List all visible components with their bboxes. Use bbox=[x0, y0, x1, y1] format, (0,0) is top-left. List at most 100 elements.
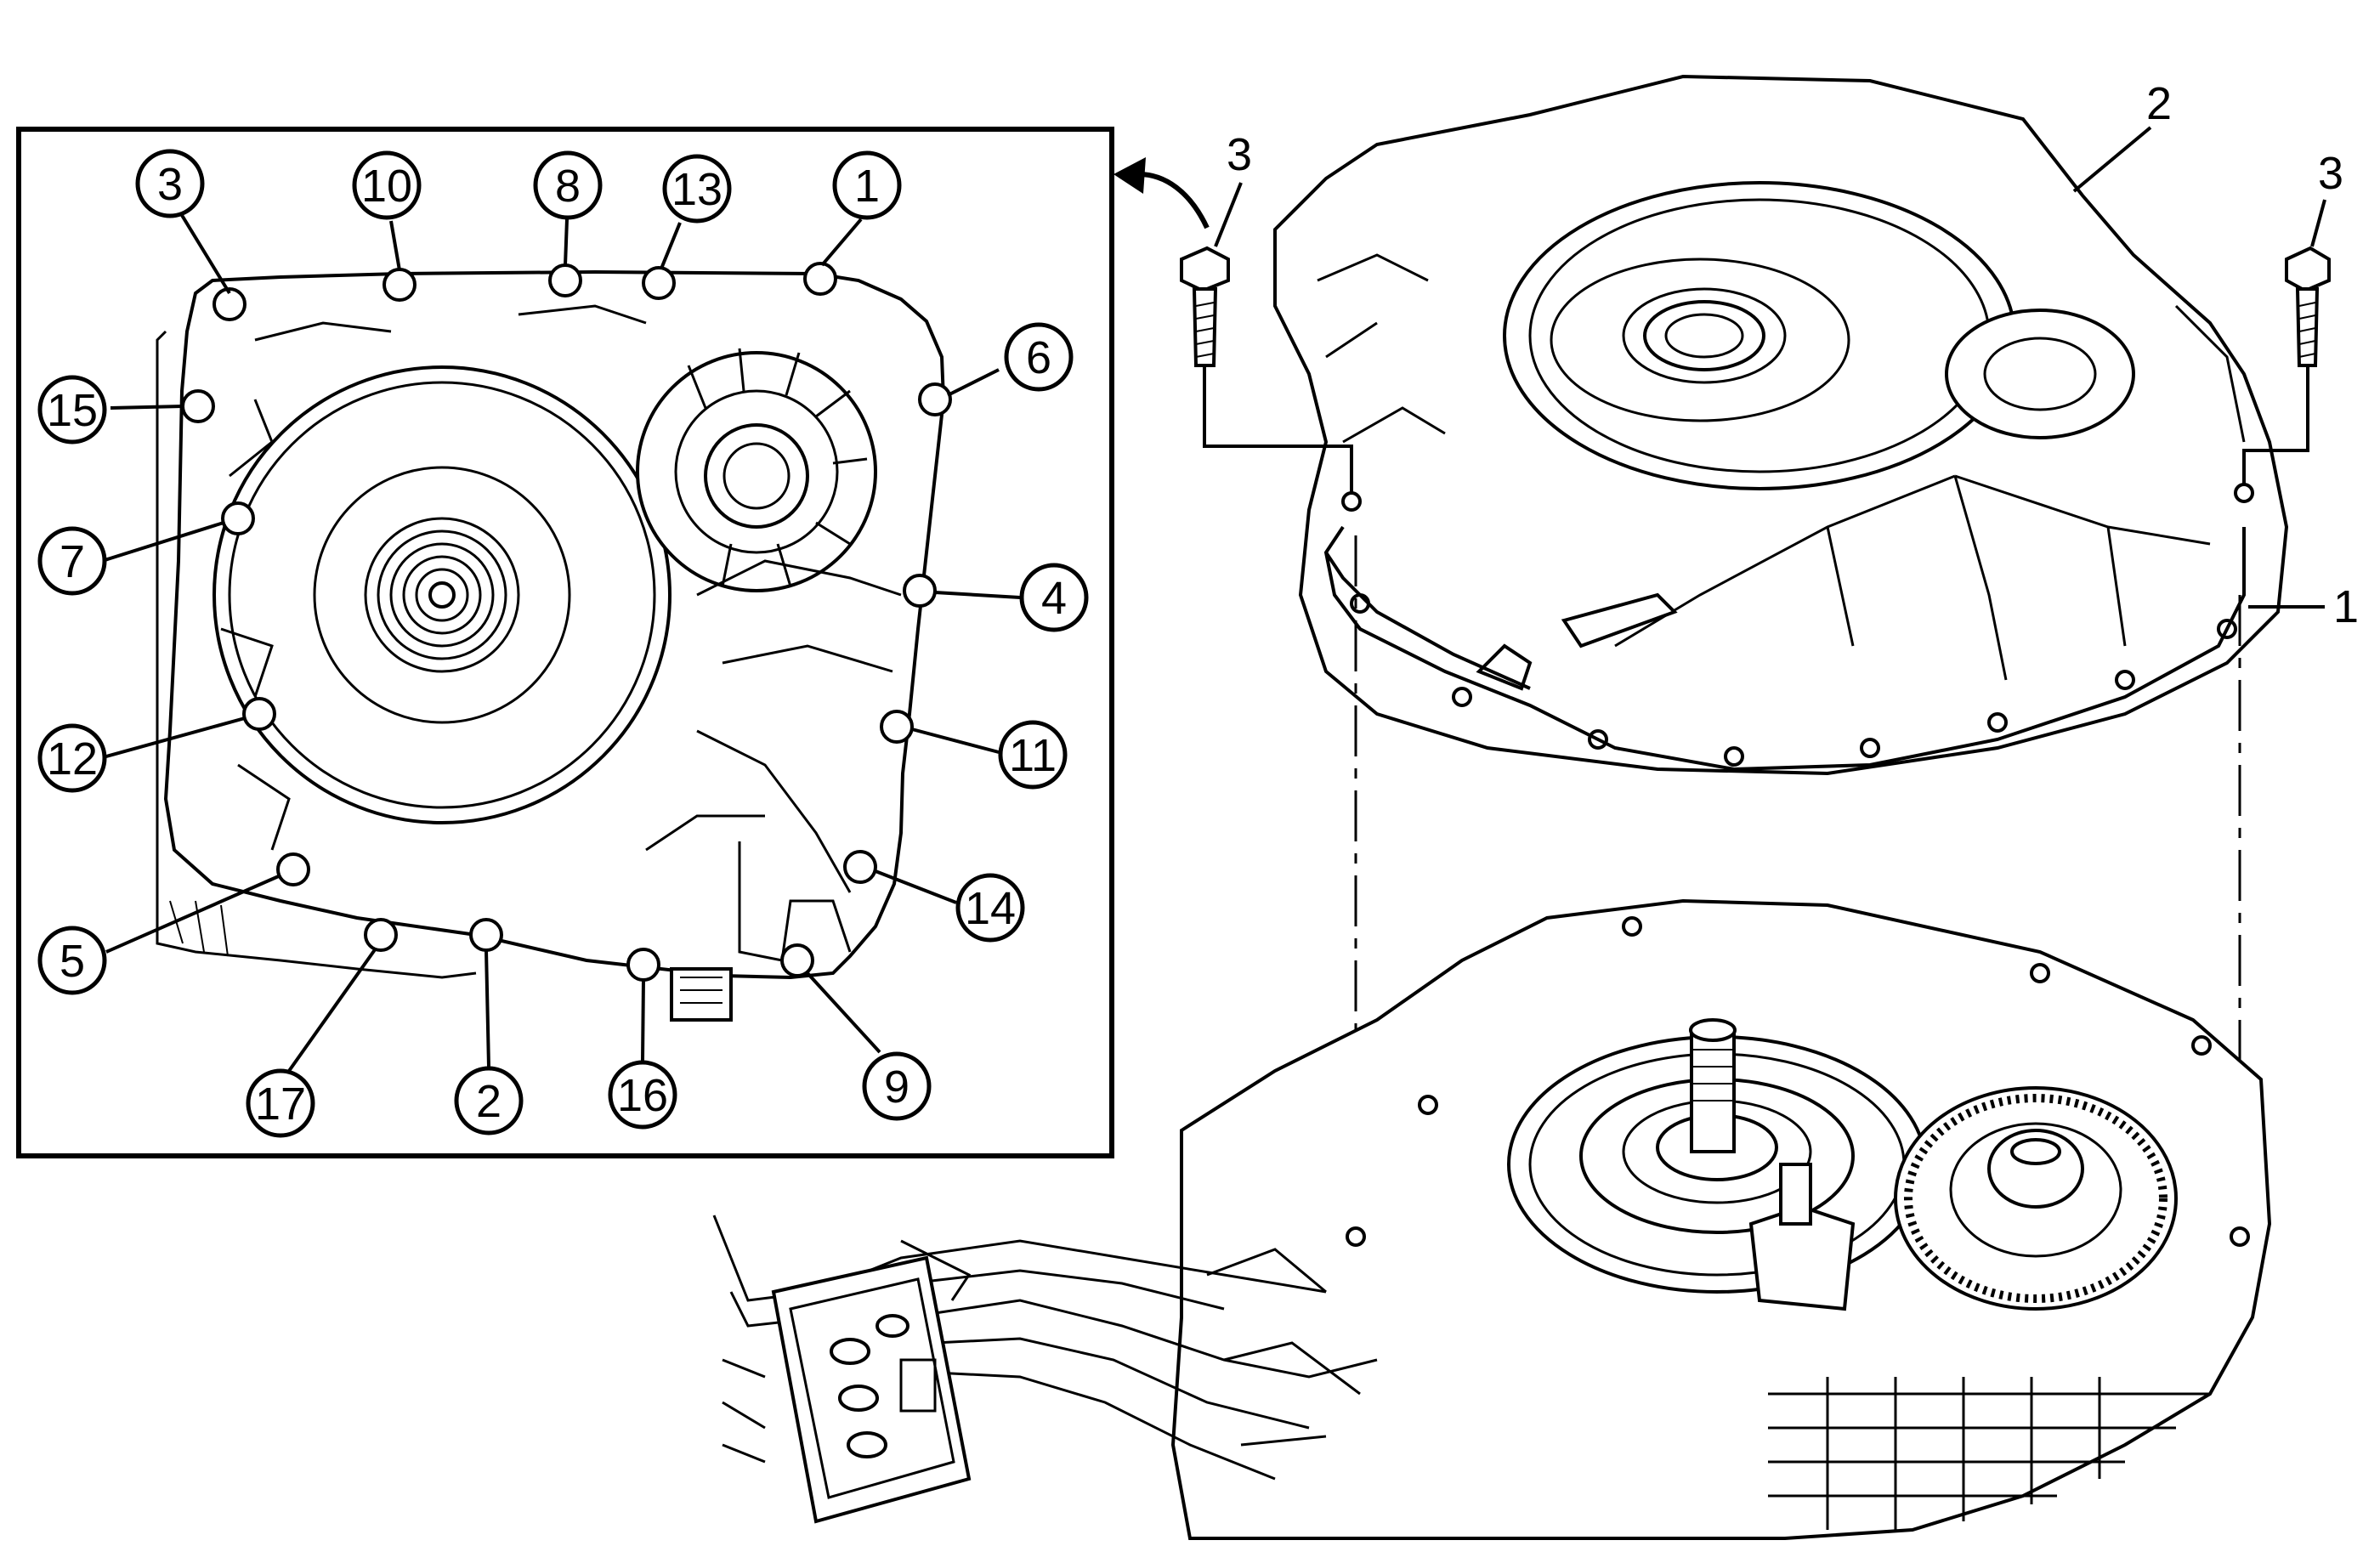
callout-7: 7 bbox=[37, 526, 107, 596]
inset-bolt-9 bbox=[780, 943, 814, 977]
svg-text:11: 11 bbox=[1009, 730, 1057, 781]
view-arrow-head bbox=[1114, 157, 1146, 194]
inset-bolts bbox=[181, 262, 952, 982]
inset-panel: 3 10 8 13 1 6 15 7 4 12 11 5 14 17 2 16 … bbox=[16, 127, 1114, 1158]
callout-15: 15 bbox=[37, 375, 107, 445]
exploded-labels: 3 2 3 1 bbox=[1214, 78, 2359, 632]
case-shaft-tip bbox=[1689, 1018, 1737, 1042]
case-diff-bore bbox=[2010, 1138, 2061, 1165]
inset-bolt-16 bbox=[626, 948, 660, 982]
housing-left-flange bbox=[1317, 253, 1446, 444]
housing-diff-boss bbox=[1945, 309, 2135, 439]
housing-sensor bbox=[1476, 643, 1533, 691]
housing-bolt-holes bbox=[1341, 483, 2254, 767]
svg-text:6: 6 bbox=[1026, 332, 1051, 383]
svg-text:15: 15 bbox=[47, 385, 98, 436]
view-arrow bbox=[1114, 157, 1210, 229]
callout-11: 11 bbox=[998, 720, 1068, 790]
inset-bolt-8 bbox=[548, 263, 582, 297]
label-bolt-right: 3 bbox=[2318, 148, 2343, 199]
svg-text:12: 12 bbox=[47, 733, 98, 784]
inset-bolt-15 bbox=[181, 389, 215, 423]
inset-bolt-6 bbox=[918, 382, 952, 416]
case-pinion-gear bbox=[1748, 1204, 1856, 1311]
svg-text:1: 1 bbox=[854, 161, 880, 212]
control-module bbox=[771, 1255, 972, 1524]
svg-text:8: 8 bbox=[555, 161, 581, 212]
housing-vent-tube bbox=[1561, 592, 1678, 648]
inset-hub-ring4 bbox=[402, 555, 482, 635]
housing-seal-2 bbox=[1643, 300, 1765, 371]
callout-2: 2 bbox=[454, 1066, 524, 1135]
callout-12: 12 bbox=[37, 723, 107, 793]
callout-9: 9 bbox=[862, 1051, 932, 1121]
callout-3: 3 bbox=[135, 149, 205, 218]
inset-bolt-14 bbox=[843, 850, 877, 884]
case-ring-teeth bbox=[1904, 1094, 2168, 1303]
callout-16: 16 bbox=[608, 1060, 677, 1130]
housing-ribs bbox=[1614, 304, 2246, 681]
housing-bell-ring bbox=[1550, 258, 1850, 422]
transmission-housing bbox=[1273, 74, 2289, 776]
case-ring-inner bbox=[1949, 1122, 2122, 1258]
svg-text:10: 10 bbox=[361, 161, 412, 212]
svg-text:13: 13 bbox=[672, 164, 722, 215]
inset-bolt-11 bbox=[880, 710, 914, 744]
housing-seal-1 bbox=[1622, 287, 1787, 384]
case-shaft-splines bbox=[1693, 1049, 1732, 1101]
svg-text:3: 3 bbox=[157, 159, 183, 210]
inset-top-ribs bbox=[220, 304, 647, 851]
label-bolt-left: 3 bbox=[1227, 129, 1252, 180]
label-gasket: 1 bbox=[2333, 581, 2359, 632]
callout-6: 6 bbox=[1004, 322, 1074, 392]
inset-leaders bbox=[101, 211, 1021, 1073]
callout-1: 1 bbox=[832, 150, 902, 220]
inset-hub-center bbox=[428, 581, 456, 609]
label-housing: 2 bbox=[2146, 78, 2172, 129]
inset-bolt-2 bbox=[469, 918, 503, 952]
svg-text:9: 9 bbox=[884, 1062, 910, 1113]
callout-13: 13 bbox=[662, 154, 732, 224]
housing-diff-bore bbox=[1983, 337, 2097, 411]
inset-bolt-17 bbox=[364, 918, 398, 952]
callout-14: 14 bbox=[955, 873, 1025, 943]
callout-8: 8 bbox=[533, 150, 603, 220]
inset-bolt-3 bbox=[212, 287, 246, 321]
transmission-case bbox=[1170, 898, 2272, 1540]
bolt-left bbox=[1180, 246, 1230, 367]
callout-4: 4 bbox=[1019, 563, 1089, 632]
svg-text:17: 17 bbox=[255, 1079, 306, 1130]
inset-bolt-10 bbox=[382, 268, 416, 302]
inset-hub-ring5 bbox=[415, 568, 469, 622]
callout-10: 10 bbox=[352, 150, 422, 220]
bolt-right bbox=[2285, 246, 2331, 367]
inset-bolt-5 bbox=[276, 852, 310, 886]
inset-callouts: 3 10 8 13 1 6 15 7 4 12 11 5 14 17 2 16 … bbox=[37, 149, 1089, 1138]
inset-left-plate bbox=[156, 330, 477, 979]
inset-hub-ring3 bbox=[389, 542, 495, 648]
inset-connector-lines bbox=[680, 977, 722, 1004]
callout-5: 5 bbox=[37, 926, 107, 995]
inset-diff-mid bbox=[674, 389, 839, 554]
inset-bolt-4 bbox=[903, 574, 937, 608]
inset-web-ribs bbox=[645, 559, 902, 893]
inset-hub-ring1 bbox=[364, 517, 520, 673]
case-grid-ribs bbox=[1768, 1377, 2210, 1530]
gasket bbox=[1323, 525, 2246, 772]
svg-text:7: 7 bbox=[60, 536, 85, 587]
inset-diff-inner bbox=[704, 423, 809, 529]
case-left-ribs bbox=[1206, 1248, 1361, 1447]
inset-bolt-13 bbox=[642, 266, 676, 300]
callout-17: 17 bbox=[246, 1068, 315, 1138]
svg-text:4: 4 bbox=[1041, 573, 1067, 624]
inset-valve-body bbox=[738, 841, 852, 962]
inset-bell-inner bbox=[228, 381, 656, 809]
svg-text:2: 2 bbox=[476, 1076, 502, 1127]
inset-bolt-12 bbox=[242, 697, 276, 731]
svg-text:16: 16 bbox=[617, 1070, 668, 1121]
inset-bolt-1 bbox=[803, 262, 837, 296]
svg-text:5: 5 bbox=[60, 936, 85, 987]
inset-hub-ring2 bbox=[377, 529, 507, 660]
inset-diff-bore bbox=[722, 442, 790, 510]
